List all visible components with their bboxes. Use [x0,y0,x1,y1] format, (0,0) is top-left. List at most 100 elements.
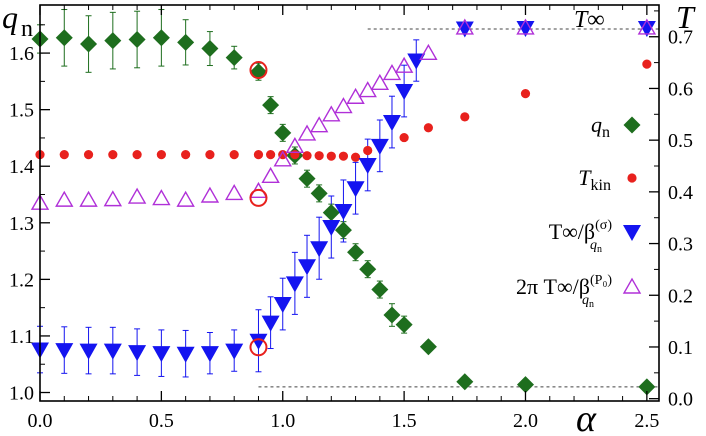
point-triangle-up-3 [224,183,244,201]
point-diamond-0 [80,35,98,53]
point-open-circle-4 [249,61,268,80]
point-diamond-0 [225,49,243,67]
point-diamond-0 [104,32,122,50]
point-open-circle-4 [249,188,268,207]
plot-frame [39,4,660,402]
y-left-axis-title-sub: n [21,16,33,42]
y-left-tick-label: 1.4 [9,156,34,178]
point-triangle-down-2 [455,21,474,38]
x-tick-label: 1.5 [392,410,417,432]
point-diamond-0 [201,40,219,58]
point-triangle-down-2 [249,333,268,350]
point-diamond-0 [298,170,316,188]
point-circle-1 [83,150,94,160]
point-triangle-down-2 [334,203,353,220]
point-triangle-up-3 [309,116,329,133]
point-triangle-up-3 [516,18,535,35]
data-marks [30,18,657,396]
legend-label-0: qn [591,112,610,141]
point-circle-1 [229,150,239,160]
y-right-tick-label: 0.1 [668,337,693,359]
point-triangle-up-3 [322,105,341,122]
y-left-tick-label: 1.2 [9,269,34,291]
y-right-tick-label: 0.4 [668,182,693,204]
point-circle-1 [460,112,470,122]
x-tick-label: 0.0 [28,410,53,432]
legend-label-1: Tkin [578,165,611,194]
error-bars [37,9,420,378]
point-triangle-down-2 [176,346,195,363]
y-left-tick-label: 1.5 [9,100,34,122]
point-triangle-up-3 [297,124,317,141]
point-circle-1 [290,150,300,160]
legend-label-3: 2π T∞/β(P₀)qn [516,273,612,310]
y-right-tick-label: 0.6 [668,78,693,100]
point-diamond-0 [334,221,352,239]
point-triangle-up-3 [370,73,390,90]
point-triangle-down-2 [261,315,280,332]
point-triangle-down-2 [298,259,317,276]
point-circle-1 [266,150,276,160]
point-triangle-down-2 [128,345,147,362]
y-left-tick-label: 1.0 [9,383,34,405]
point-diamond-0 [359,260,377,278]
legend-marker-0 [623,116,641,134]
point-triangle-up-3 [176,190,195,207]
point-circle-1 [108,150,118,160]
point-circle-1 [423,123,433,133]
point-triangle-up-3 [55,190,74,207]
y-right-tick-label: 0.3 [668,234,693,256]
y-right-axis-title: T [676,0,696,35]
legend-label-2: T∞/β(σ)qn [549,218,613,255]
point-triangle-down-2 [395,84,414,101]
point-diamond-0 [419,338,437,356]
point-triangle-down-2 [346,181,365,198]
legend-marker-1 [627,173,637,183]
point-triangle-up-3 [334,97,353,114]
y-right-tick-label: 0.2 [668,285,693,307]
point-diamond-0 [395,316,413,334]
point-diamond-0 [383,306,401,324]
legend-marker-2 [623,225,641,241]
point-circle-1 [132,150,142,160]
point-triangle-up-3 [455,18,475,35]
point-triangle-down-2 [285,276,304,293]
point-circle-1 [363,145,373,156]
point-circle-1 [520,89,531,99]
legend-marker-3 [622,277,642,294]
y-right-tick-label: 0.0 [668,389,693,411]
point-triangle-down-2 [370,138,389,155]
point-diamond-0 [371,281,389,299]
point-triangle-down-2 [310,241,329,258]
point-triangle-down-2 [55,343,74,360]
reference-lines: T∞ [258,7,659,388]
point-triangle-down-2 [516,20,535,37]
point-circle-1 [302,151,312,161]
point-diamond-0 [177,33,195,51]
reference-line-label: T∞ [574,7,604,33]
point-diamond-0 [262,96,280,114]
point-triangle-up-3 [285,136,305,154]
y-right-tick-label: 0.7 [668,27,693,49]
point-circle-1 [59,150,69,160]
point-triangle-up-3 [394,56,414,73]
x-tick-label: 0.5 [149,410,174,432]
point-circle-1 [253,150,264,160]
point-circle-1 [156,150,166,160]
point-triangle-up-3 [200,186,220,203]
point-triangle-down-2 [103,343,122,360]
point-circle-1 [205,150,215,160]
point-diamond-0 [128,31,146,49]
x-tick-label: 1.0 [270,410,295,432]
point-triangle-up-3 [152,189,171,206]
x-tick-label: 2.5 [634,410,659,432]
y-left-tick-label: 1.3 [9,213,34,235]
y-left-axis-title: q [2,0,18,35]
point-triangle-up-3 [103,190,123,207]
point-triangle-up-3 [261,166,280,184]
point-triangle-down-2 [152,346,171,363]
point-diamond-0 [152,29,170,47]
